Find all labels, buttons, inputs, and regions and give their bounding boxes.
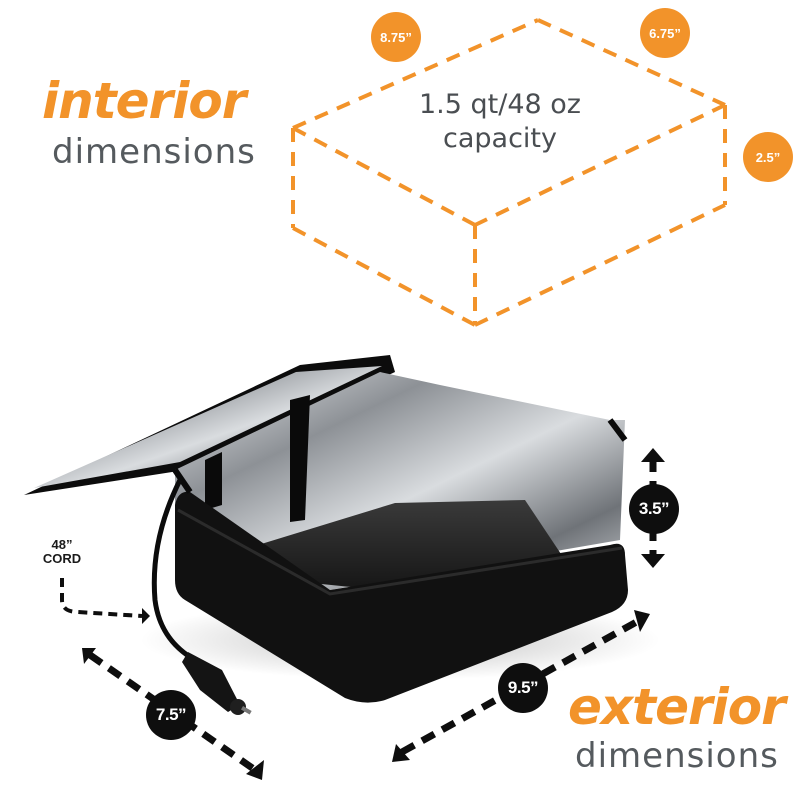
interior-subheading: dimensions — [52, 132, 256, 172]
capacity-label: 1.5 qt/48 oz capacity — [380, 88, 620, 156]
exterior-length-badge: 9.5” — [498, 663, 548, 713]
interior-heading: interior — [42, 72, 246, 130]
capacity-volume: 1.5 qt/48 oz — [419, 89, 581, 120]
exterior-heading: exterior — [568, 678, 786, 736]
exterior-width-badge: 7.5” — [146, 690, 196, 740]
interior-length-badge: 8.75” — [371, 12, 421, 62]
interior-width-badge: 6.75” — [640, 8, 690, 58]
car-plug-icon — [182, 652, 252, 715]
exterior-subheading: dimensions — [575, 736, 779, 776]
cord-word: CORD — [42, 551, 82, 566]
interior-height-badge: 2.5” — [743, 132, 793, 182]
exterior-height-badge: 3.5” — [629, 484, 679, 534]
capacity-word: capacity — [443, 123, 557, 154]
cord-length: 48” — [51, 537, 73, 552]
cord-label: 48” CORD — [36, 538, 88, 566]
